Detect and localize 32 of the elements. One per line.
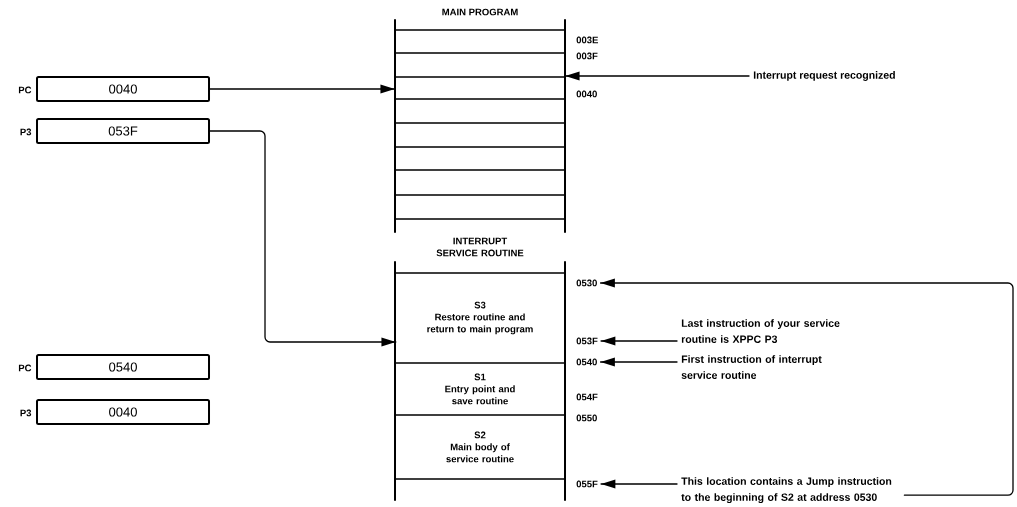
register-label: P3	[20, 409, 32, 417]
arrow	[209, 84, 396, 94]
address-label: 003F	[576, 52, 598, 60]
arrow	[599, 278, 1014, 496]
address-label: 0040	[576, 90, 597, 98]
address-label: 055F	[576, 480, 598, 488]
note-text: Interrupt request recognized	[753, 71, 895, 81]
memory-map: MAIN PROGRAM	[394, 8, 566, 233]
register-box: 0040	[36, 399, 210, 425]
register-box: 0040	[36, 76, 210, 102]
routine-section: S2 Main body of service routine	[446, 431, 514, 463]
arrow	[209, 130, 397, 347]
address-label: 0530	[576, 279, 597, 287]
register-label: P3	[20, 128, 32, 136]
note-text: First instruction of interrupt service routine	[681, 355, 822, 379]
arrow	[599, 357, 678, 367]
address-label: 003E	[576, 36, 598, 44]
address-label: 0550	[576, 414, 597, 422]
register-label: PC	[18, 364, 32, 372]
routine-section: S3 Restore routine and return to main program	[427, 301, 533, 335]
note-text: Last instruction of your service routine is XPPC P3	[681, 319, 840, 343]
register-label: PC	[18, 86, 32, 94]
note-text: This location contains a Jump instruction to the beginning of S2 at address 0530	[681, 477, 892, 503]
address-label: 054F	[576, 393, 598, 401]
address-label: 0540	[576, 358, 597, 366]
arrow	[600, 336, 678, 346]
arrow	[564, 71, 750, 81]
address-label: 053F	[576, 337, 598, 345]
register-box: 053F	[36, 118, 210, 144]
routine-section: S1 Entry point and save routine	[445, 373, 515, 405]
register-box: 0540	[36, 354, 210, 380]
arrow	[600, 479, 678, 489]
